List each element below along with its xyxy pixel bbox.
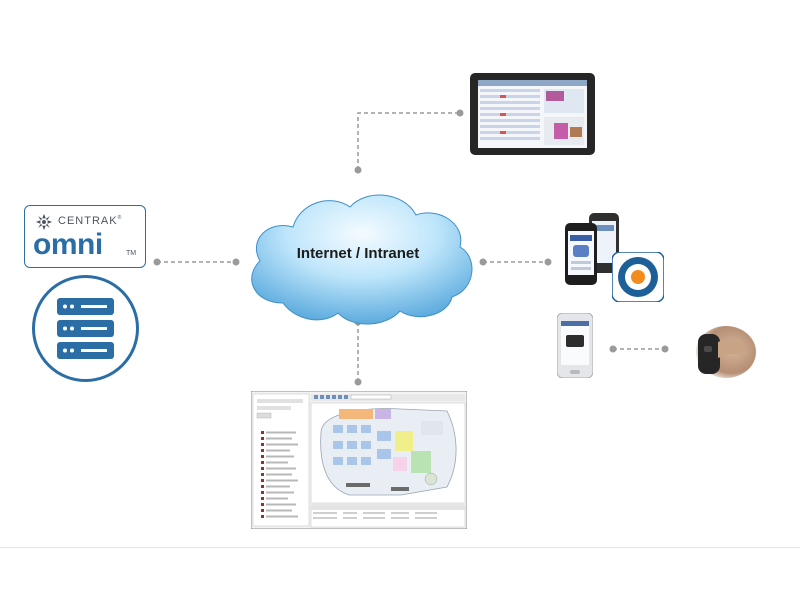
handheld-reader <box>688 322 756 380</box>
cloud-icon <box>251 194 473 325</box>
handheld-reader-icon <box>696 326 756 378</box>
omni-logo: CENTRAK® omni TM <box>24 205 146 268</box>
floorplan-software <box>250 390 468 530</box>
smartphones <box>565 213 625 285</box>
target-app <box>611 251 665 303</box>
smartphone-icon <box>556 312 594 379</box>
tablet-device-icon <box>470 73 595 155</box>
cloud-label: Internet / Intranet <box>296 245 420 262</box>
floorplan-software-icon <box>250 390 468 530</box>
server-node <box>32 275 139 382</box>
target-app-icon <box>611 251 665 303</box>
handheld-phone <box>556 312 594 379</box>
omni-product-name: omni <box>33 228 103 261</box>
connector-tablet <box>357 112 460 170</box>
smartphone-pair-icon <box>565 213 619 285</box>
tablet-device <box>470 73 595 155</box>
server-stack-icon <box>57 298 114 359</box>
centrak-logo-icon <box>35 213 53 231</box>
brand-mark: ® <box>117 215 123 221</box>
cloud-node: Internet / Intranet <box>238 185 478 330</box>
trademark: TM <box>126 250 137 257</box>
bottom-divider <box>0 547 800 548</box>
centrak-brand: CENTRAK <box>58 215 118 227</box>
